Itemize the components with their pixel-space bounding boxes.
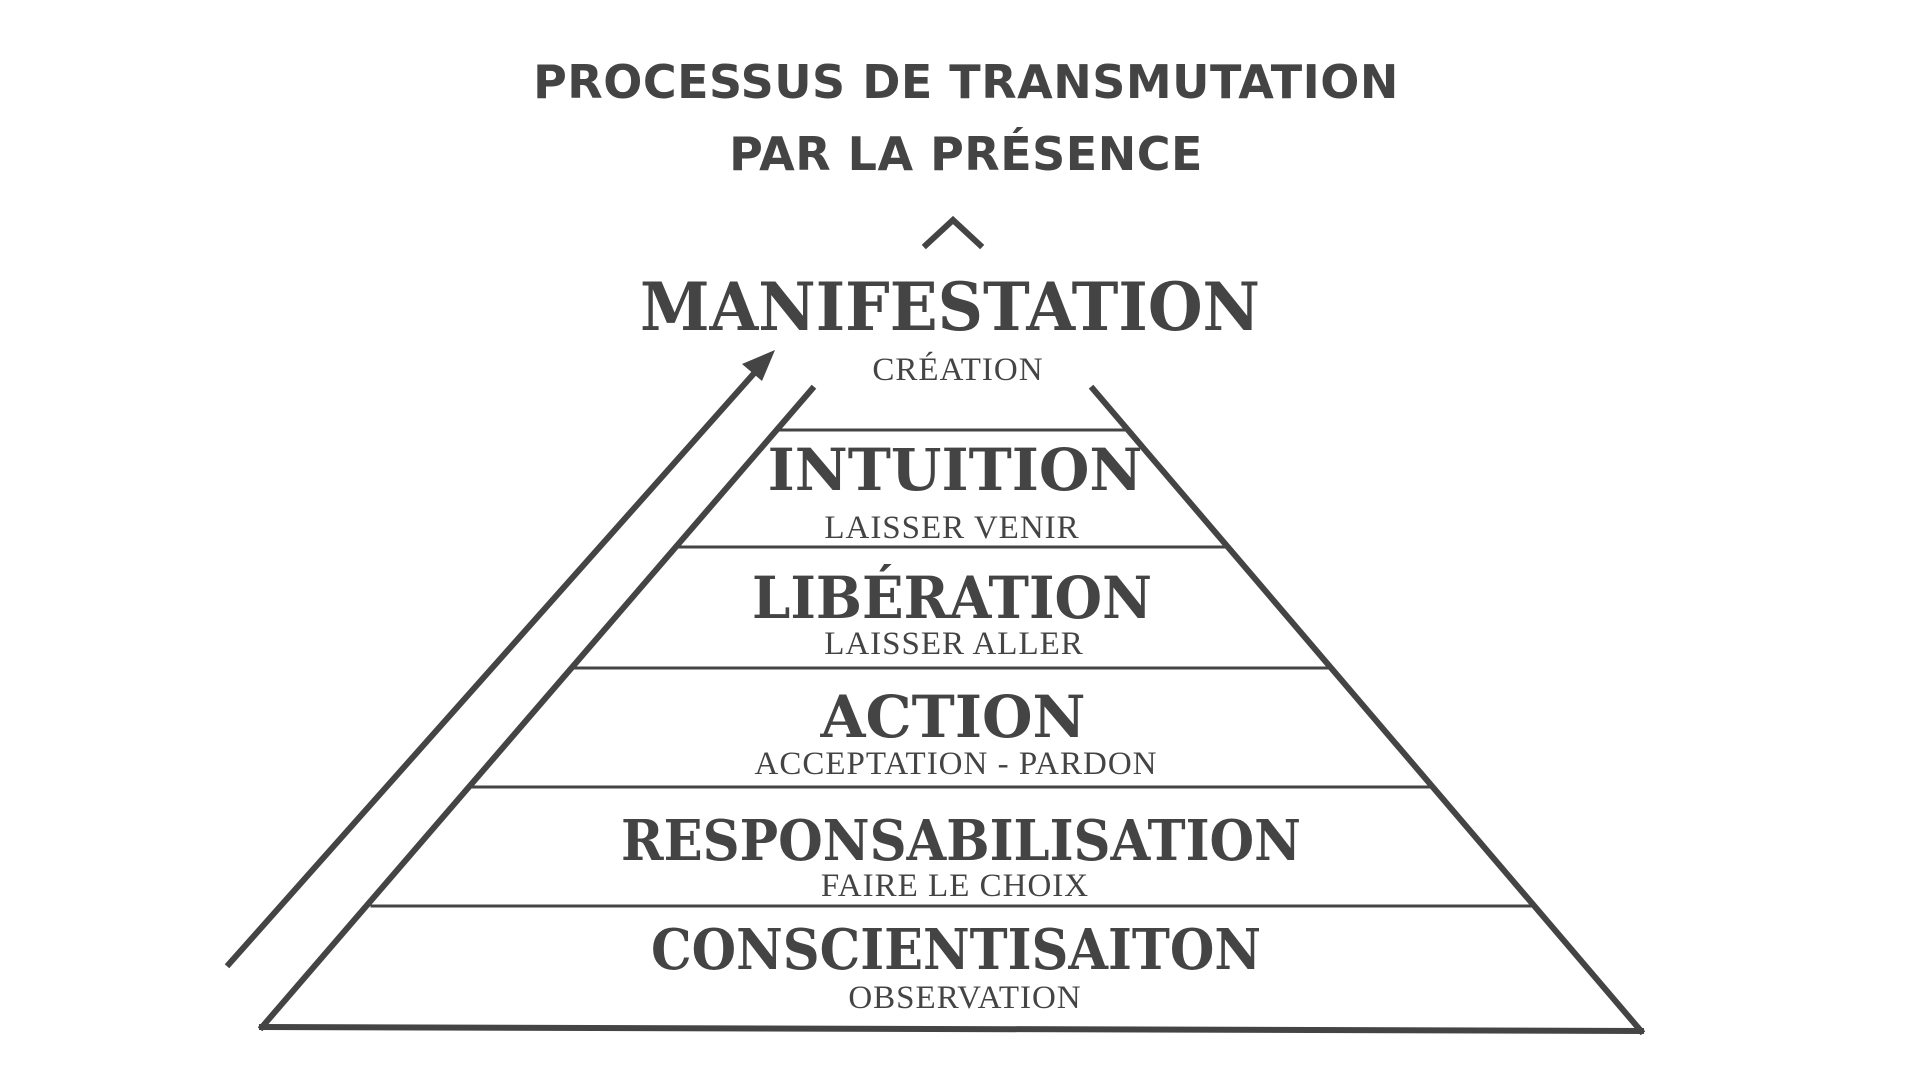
diagonal-arrow-icon [224, 365, 762, 969]
pyramid-base [258, 1023, 1645, 1035]
level-subtitle-observation: OBSERVATION [848, 980, 1081, 1016]
diagram-title-line-1: PROCESSUS DE TRANSMUTATION [533, 55, 1399, 109]
level-title-conscientisaiton: CONSCIENTISAITON [651, 917, 1261, 983]
level-title-action: ACTION [820, 683, 1086, 751]
level-title-responsabilisation: RESPONSABILISATION [621, 808, 1301, 874]
arrow-head-icon [742, 350, 775, 381]
diagram-title-line-2: PAR LA PRÉSENCE [729, 127, 1203, 181]
pyramid-right-side [1088, 384, 1646, 1036]
level-title-manifestation: MANIFESTATION [640, 268, 1260, 346]
level-title-liberation: LIBÉRATION [752, 564, 1152, 632]
level-subtitle-faire-le-choix: FAIRE LE CHOIX [821, 868, 1089, 904]
level-title-intuition: INTUITION [768, 436, 1143, 504]
pyramid-left-side [257, 384, 817, 1032]
level-subtitle-laisser-aller: LAISSER ALLER [824, 626, 1084, 662]
level-subtitle-creation: CRÉATION [872, 351, 1043, 388]
level-subtitle-acceptation-pardon: ACCEPTATION - PARDON [754, 746, 1157, 782]
caret-up-icon [921, 215, 985, 250]
level-subtitle-laisser-venir: LAISSER VENIR [824, 510, 1079, 546]
